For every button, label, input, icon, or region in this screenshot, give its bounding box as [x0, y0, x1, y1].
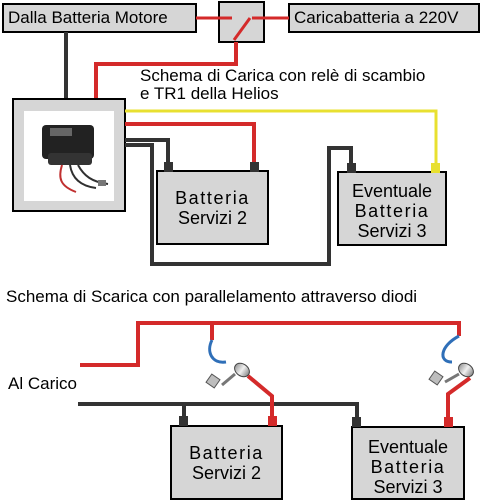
battery-services3-bottom-text: Eventuale Batteria Servizi 3: [352, 437, 464, 497]
charger-label: Caricabatteria a 220V: [294, 8, 459, 27]
battery-services3-top: [337, 171, 447, 246]
battery-services3-bottom-line2: Batteria: [370, 457, 446, 477]
load-label: Al Carico: [8, 374, 77, 393]
tr1-device-icon: [12, 98, 126, 212]
battery-services2-top-line1: Batteria: [175, 188, 250, 208]
battery-services2-top-text: Batteria Servizi 2: [157, 188, 268, 228]
battery-services2-top: [156, 170, 269, 245]
engine-battery-box: [2, 3, 197, 33]
battery-services3-top-text: Eventuale Batteria Servizi 3: [338, 181, 446, 241]
battery-services2-bottom: [170, 425, 283, 500]
diode-icon: [205, 339, 274, 418]
discharge-title: Schema di Scarica con parallelamento att…: [6, 287, 418, 306]
relay-switch-icon: [196, 1, 289, 43]
battery-services2-bottom-text: Batteria Servizi 2: [171, 443, 282, 483]
engine-battery-label: Dalla Batteria Motore: [8, 8, 168, 27]
battery-services3-top-line3: Servizi 3: [357, 221, 427, 241]
battery-services3-bottom-line3: Servizi 3: [373, 477, 443, 497]
battery-services2-top-line2: Servizi 2: [177, 208, 248, 228]
battery-services3-top-line1: Eventuale: [351, 181, 433, 201]
battery-services3-bottom: [351, 426, 465, 500]
battery-services3-top-line2: Batteria: [354, 201, 430, 221]
charger-box: [288, 3, 480, 33]
charge-title-line1: Schema di Carica con relè di scambio: [140, 66, 426, 85]
charge-title-line2: e TR1 della Helios: [140, 84, 279, 103]
battery-services3-bottom-line1: Eventuale: [367, 437, 449, 457]
battery-services2-bottom-line1: Batteria: [189, 443, 264, 463]
diode-icon: [428, 334, 474, 418]
battery-services2-bottom-line2: Servizi 2: [191, 463, 262, 483]
